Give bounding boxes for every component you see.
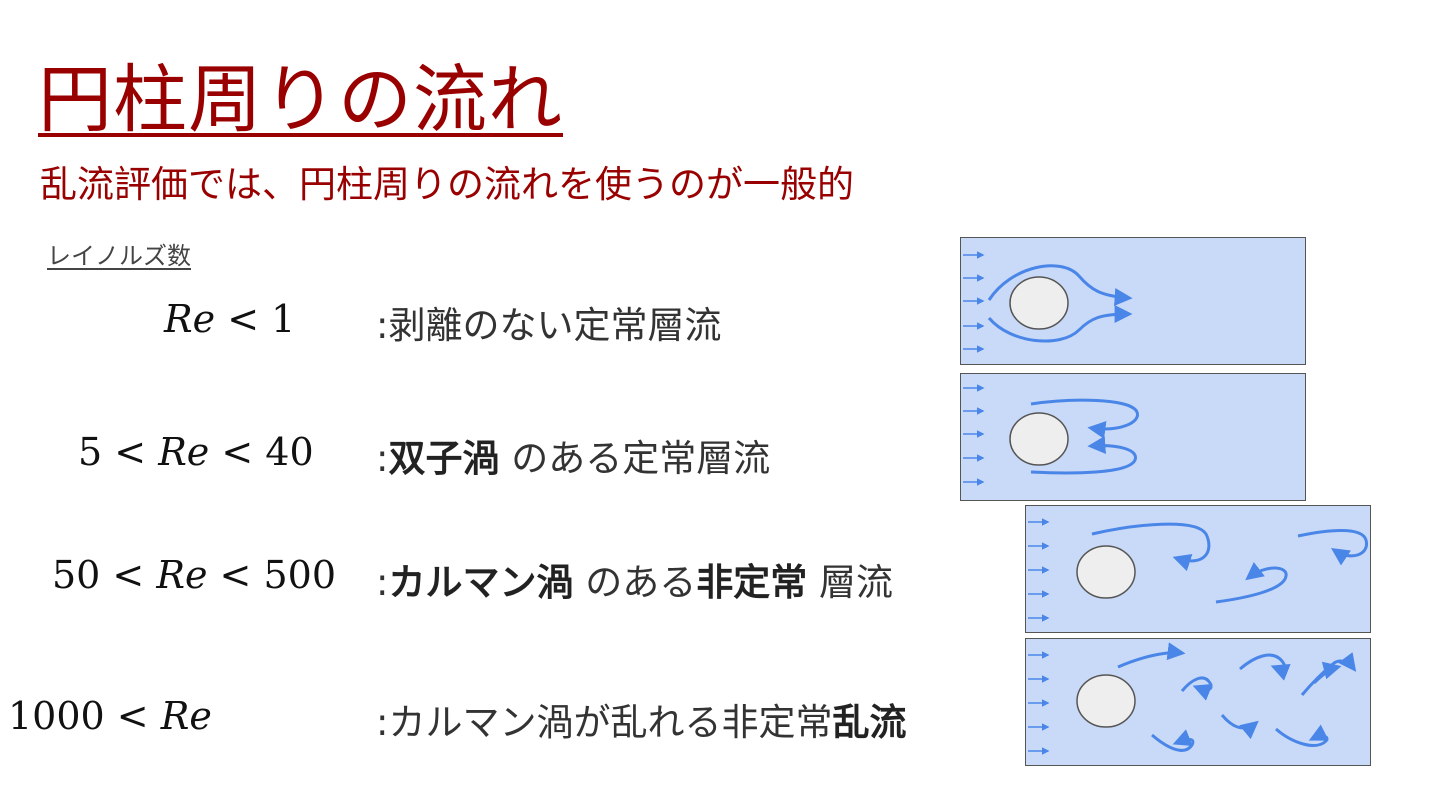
cylinder-icon [1010,277,1068,329]
desc-text: のある定常層流 [499,437,770,480]
flow-diagram-karman-vortex [1025,505,1371,633]
desc-bold: 非定常 [696,561,807,604]
flow-description-4: :カルマン渦が乱れる非定常乱流 [376,692,906,746]
vortex-arrow-icon [1182,678,1211,691]
vortex-arrow-icon [1216,568,1286,602]
math-suffix: < 500 [207,553,336,597]
flow-diagram-turbulent [1025,638,1371,766]
math-re-symbol: Re [158,430,209,474]
desc-text: 剥離のない定常層流 [388,304,721,347]
section-label: レイノルズ数 [47,236,191,271]
desc-bold: 双子渦 [388,437,499,480]
flow-description-2: :双子渦 のある定常層流 [376,428,770,482]
math-re-symbol: Re [156,553,207,597]
desc-bold: 乱流 [832,701,906,744]
vortex-arrow-icon [1302,661,1354,695]
colon: : [376,437,388,480]
cylinder-icon [1077,675,1135,727]
desc-bold: カルマン渦 [388,561,573,604]
cylinder-icon [1010,413,1068,465]
colon: : [376,304,388,347]
desc-text: 層流 [807,561,893,604]
vortex-arrow-icon [1298,531,1367,556]
math-re-symbol: Re [161,694,212,738]
desc-text: のある [573,561,696,604]
flow-description-3: :カルマン渦 のある非定常 層流 [376,552,893,606]
vortex-arrow-icon [1240,655,1285,669]
flow-diagram-laminar [960,237,1306,365]
math-prefix: 50 < [52,553,156,597]
colon: : [376,701,388,744]
math-suffix: < 40 [209,430,313,474]
vortex-arrow-icon [1152,735,1193,750]
flow-diagram-twin-vortex [960,373,1306,501]
math-prefix: 5 < [78,430,158,474]
desc-text: カルマン渦が乱れる非定常 [388,701,832,744]
page-subtitle: 乱流評価では、円柱周りの流れを使うのが一般的 [40,154,854,208]
page-title: 円柱周りの流れ [38,40,563,147]
vortex-arrow-icon [1276,729,1327,745]
math-re-symbol: Re [164,297,215,341]
reynolds-condition-2: 5 < Re < 40 [78,430,314,474]
reynolds-condition-1: Re < 1 [164,297,295,341]
vortex-arrow-icon [1222,715,1256,728]
colon: : [376,561,388,604]
reynolds-condition-3: 50 < Re < 500 [52,553,336,597]
flow-description-1: :剥離のない定常層流 [376,295,721,349]
cylinder-icon [1077,546,1135,598]
math-prefix: 1000 < [8,694,161,738]
vortex-arrow-icon [1118,653,1182,667]
math-suffix: < 1 [215,297,295,341]
reynolds-condition-4: 1000 < Re [8,694,212,738]
